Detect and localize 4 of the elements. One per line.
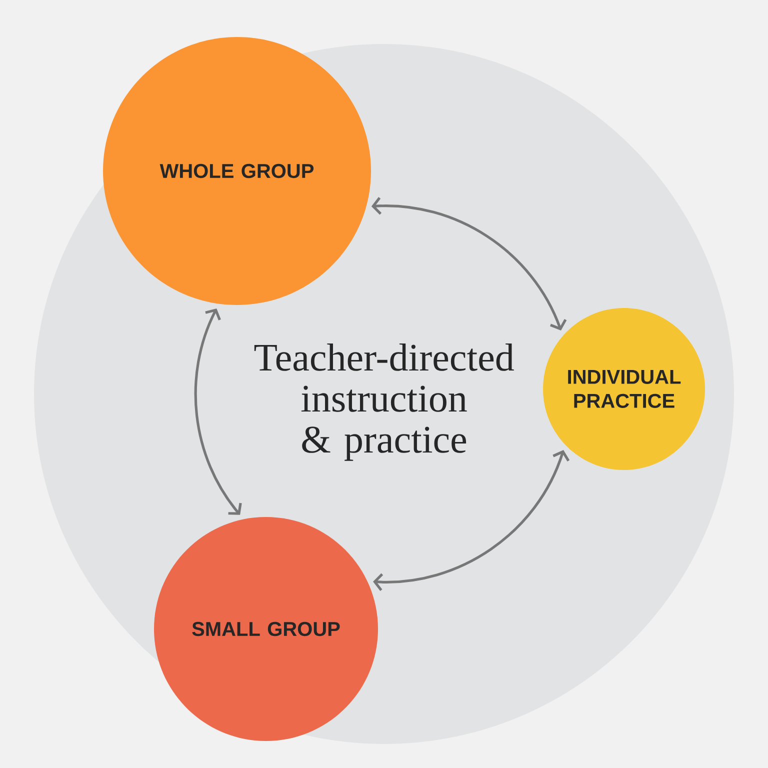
double-arrow [373, 450, 570, 591]
double-arrow [194, 308, 242, 515]
circle-node: INDIVIDUAL PRACTICE [543, 308, 705, 470]
double-arrow [371, 197, 567, 331]
